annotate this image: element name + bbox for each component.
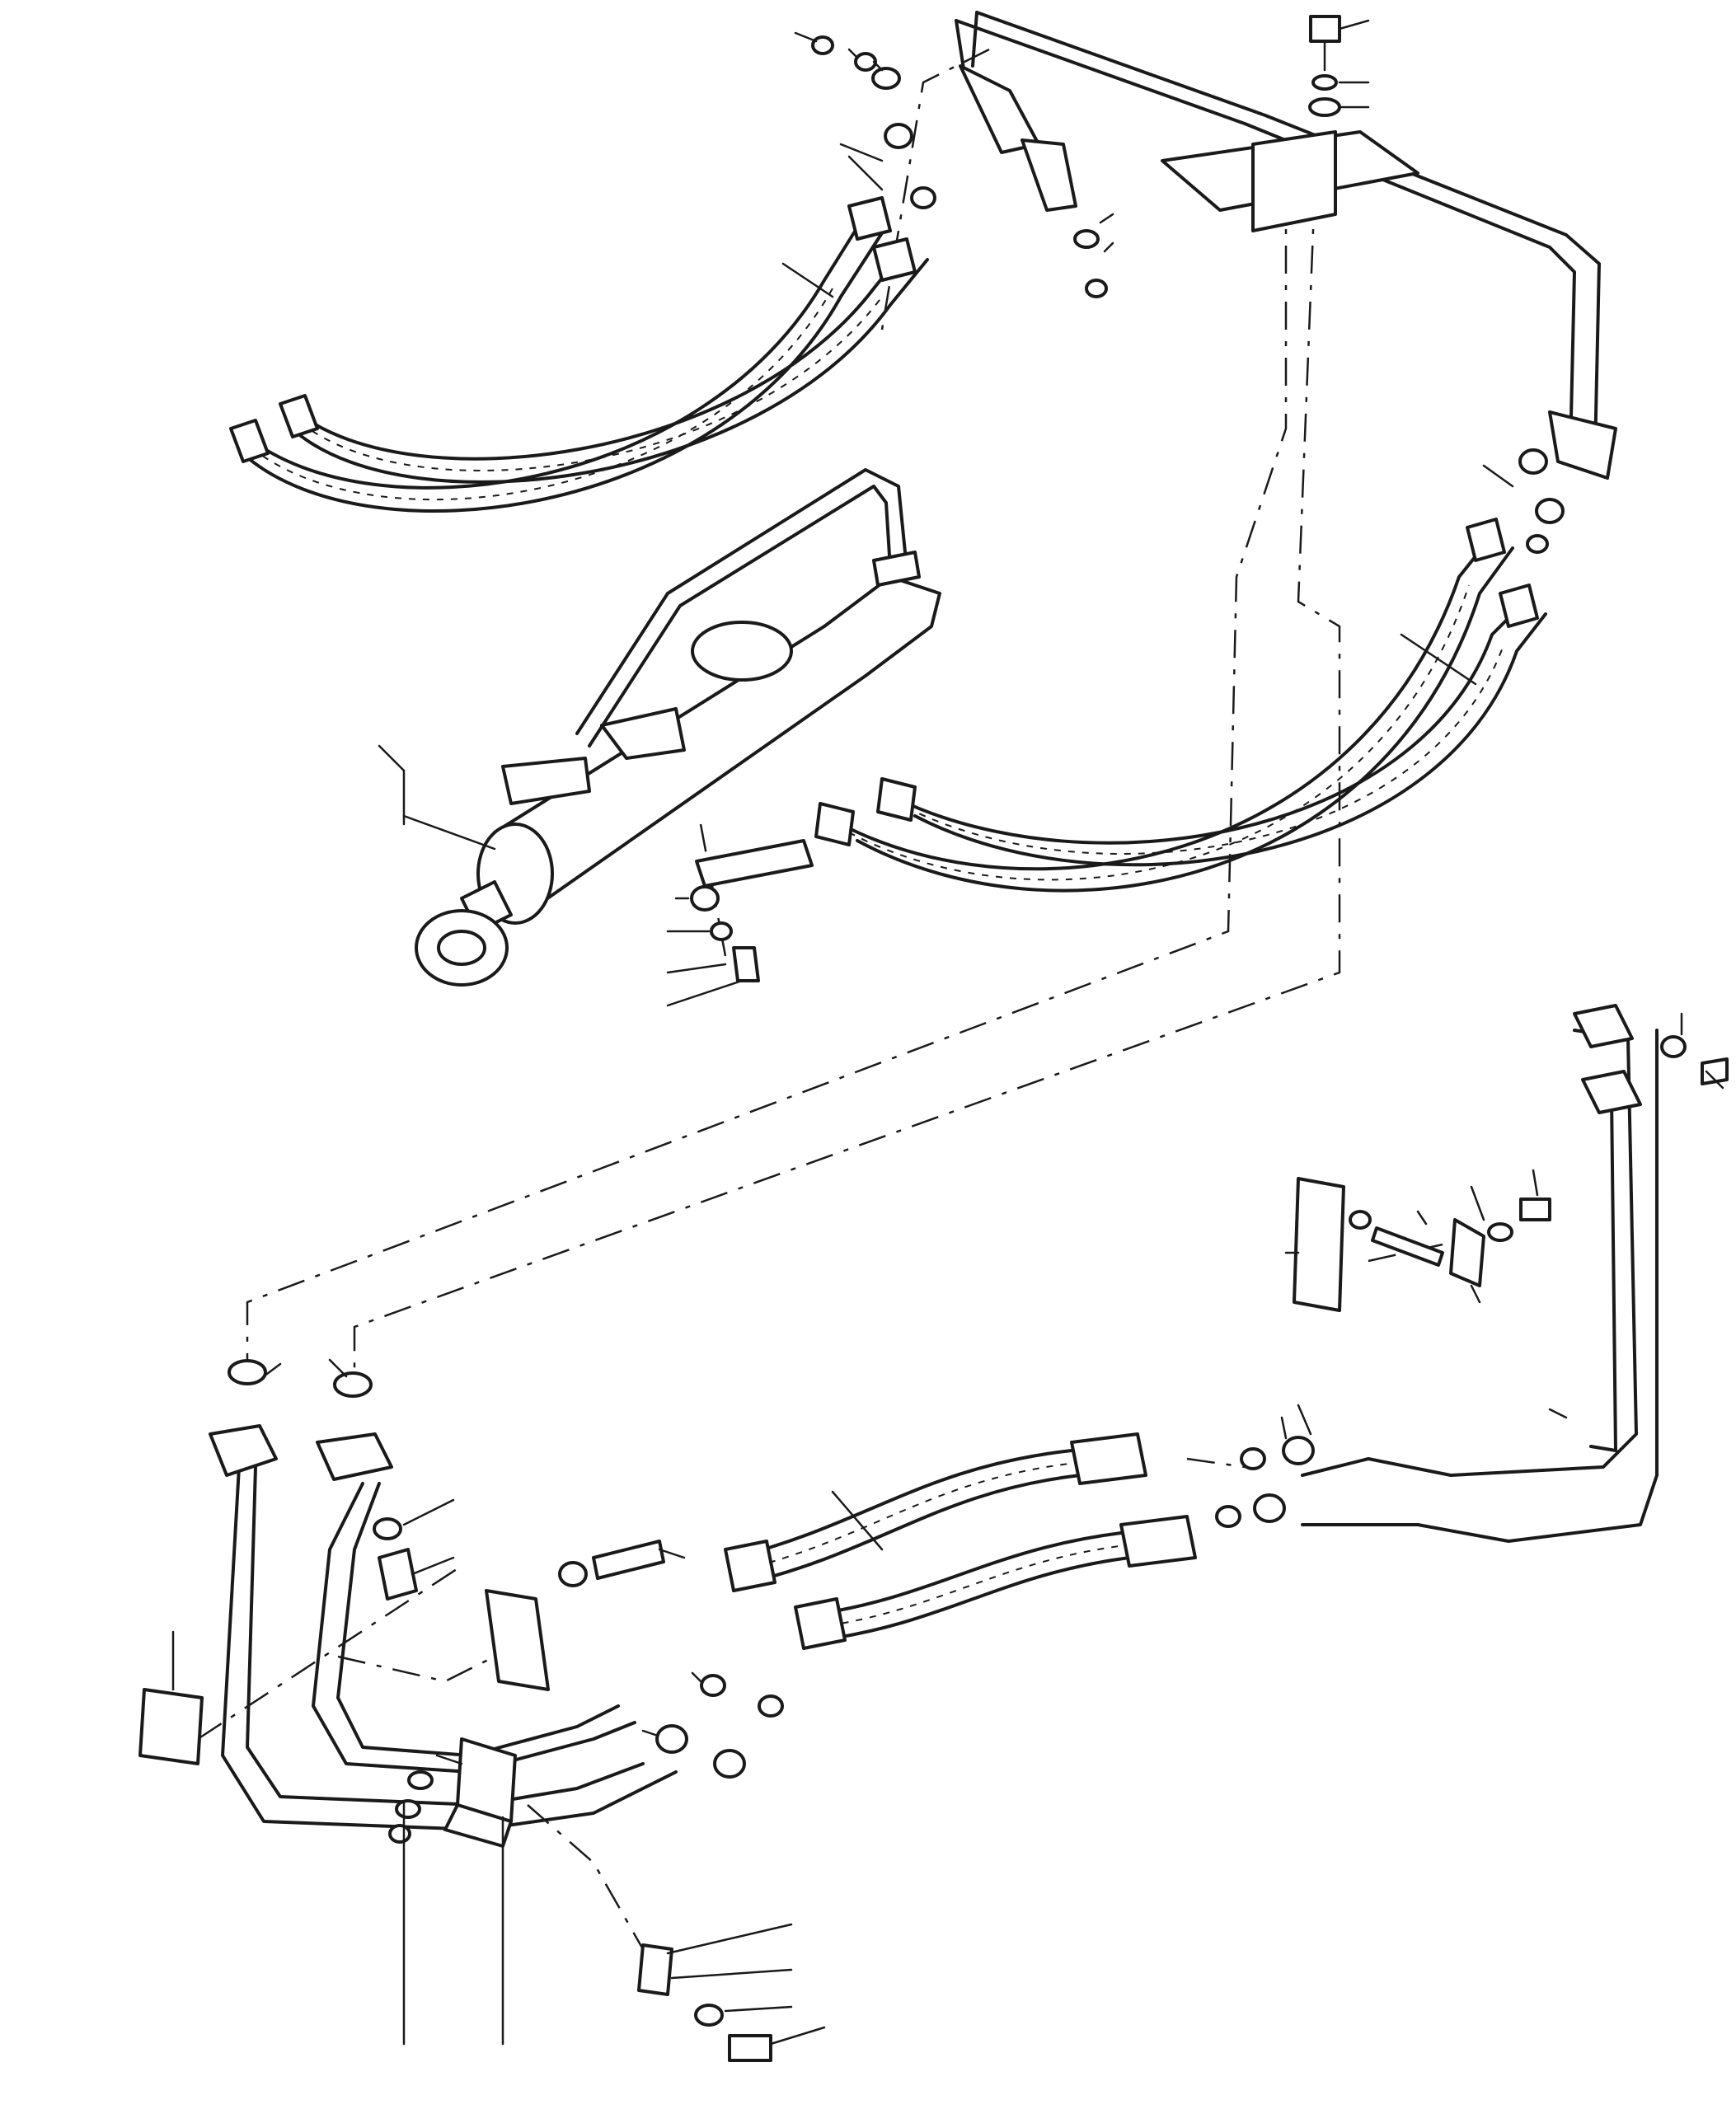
lower-right-pipe (1301, 1004, 1729, 1543)
top-left-bolt-stack (794, 31, 1114, 298)
top-right-bolt-stack (1308, 15, 1370, 117)
lower-fittings (641, 1404, 1315, 1779)
lower-left-pipes (209, 1358, 678, 1831)
upper-frame-bracket (955, 11, 1617, 480)
lower-left-hardware (138, 1498, 686, 1848)
lower-hose-pair (724, 1432, 1197, 1650)
right-clamp-hardware (1284, 1169, 1551, 1312)
upper-left-hose-pair (229, 123, 936, 513)
cylinder-pin-hardware (666, 839, 814, 1007)
bottom-clamp-hardware (402, 1408, 1568, 2062)
hydraulic-cylinder (378, 468, 941, 987)
assembly-centerlines (197, 48, 1443, 1979)
middle-right-hose-pair (814, 448, 1565, 893)
